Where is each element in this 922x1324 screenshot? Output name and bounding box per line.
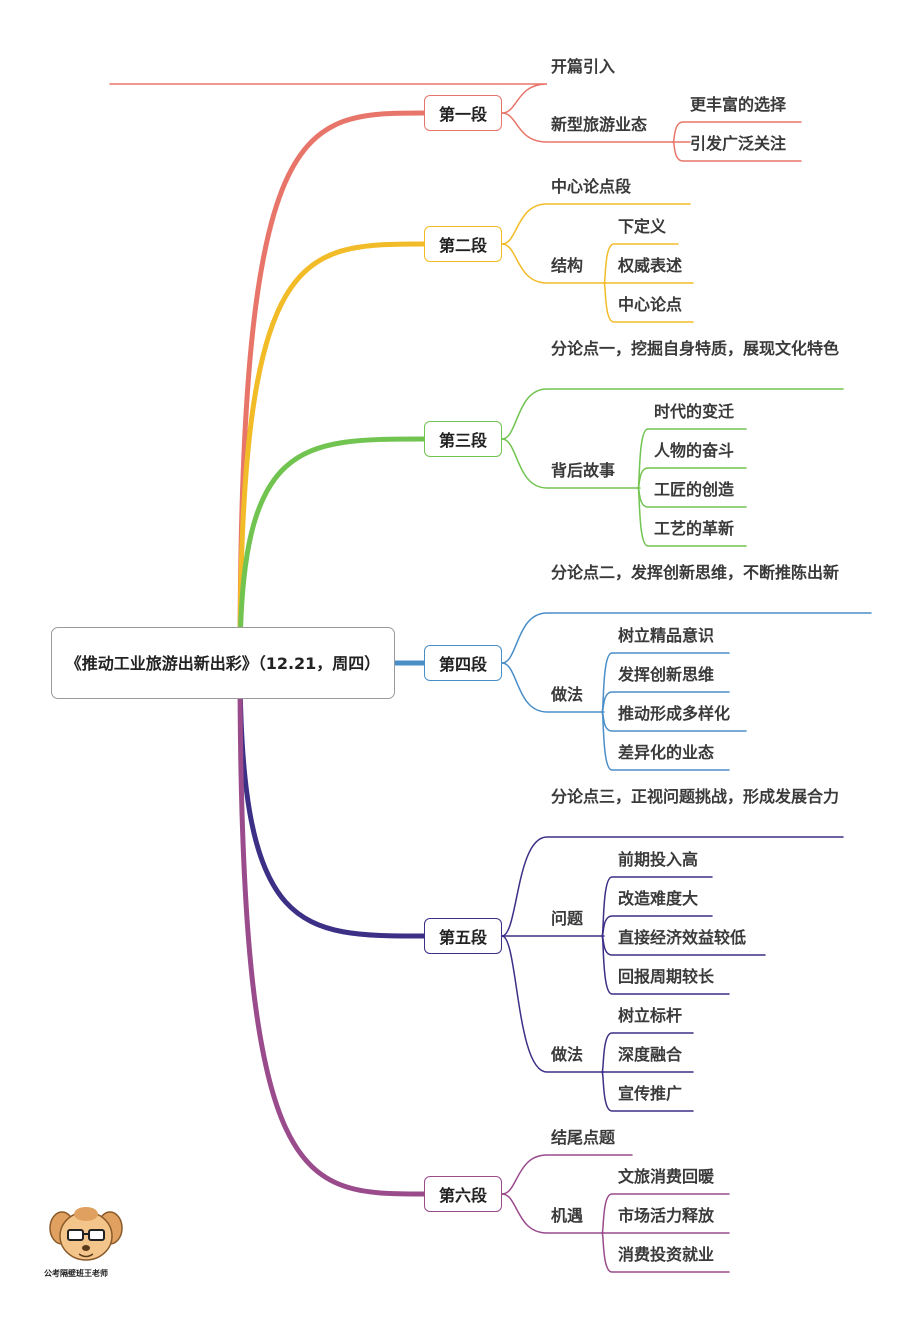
subtopic-line bbox=[603, 282, 694, 323]
topic-node[interactable]: 分论点一，挖掘自身特质，展现文化特色 bbox=[551, 339, 840, 358]
branch-line-section-5 bbox=[237, 660, 427, 939]
topic-node[interactable]: 分论点三，正视问题挑战，形成发展合力 bbox=[551, 787, 840, 806]
subtopic-node[interactable]: 推动形成多样化 bbox=[618, 704, 731, 723]
subtopic-line bbox=[601, 691, 730, 713]
topic-node[interactable]: 问题 bbox=[551, 909, 584, 928]
item-line bbox=[501, 243, 607, 284]
subtopic-line bbox=[672, 121, 802, 143]
subtopic-node[interactable]: 消费投资就业 bbox=[618, 1245, 715, 1264]
subtopic-node[interactable]: 直接经济效益较低 bbox=[618, 928, 747, 947]
topic-node[interactable]: 新型旅游业态 bbox=[551, 115, 648, 134]
subtopic-node[interactable]: 市场活力释放 bbox=[618, 1206, 715, 1225]
subtopic-node[interactable]: 更丰富的选择 bbox=[690, 95, 787, 114]
subtopic-node[interactable]: 工艺的革新 bbox=[654, 519, 735, 538]
subtopic-line bbox=[601, 915, 713, 937]
topic-node[interactable]: 做法 bbox=[551, 685, 584, 704]
subtopic-line bbox=[637, 487, 747, 547]
section-node-1[interactable]: 第一段 bbox=[424, 95, 502, 131]
subtopic-node[interactable]: 工匠的创造 bbox=[654, 480, 735, 499]
subtopic-node[interactable]: 引发广泛关注 bbox=[690, 134, 787, 153]
topic-node[interactable]: 背后故事 bbox=[551, 461, 616, 480]
subtopic-line bbox=[601, 1032, 694, 1073]
item-line bbox=[501, 1154, 633, 1195]
root-title: 《推动工业旅游出新出彩》（12.21，周四） bbox=[65, 653, 381, 673]
branch-line-section-1 bbox=[237, 110, 427, 666]
section-node-3[interactable]: 第三段 bbox=[424, 421, 502, 457]
item-line bbox=[501, 388, 844, 440]
item-line bbox=[501, 836, 844, 937]
subtopic-line bbox=[601, 711, 730, 771]
item-line bbox=[501, 612, 872, 664]
cartoon-dog-with-glasses-icon bbox=[49, 1207, 123, 1261]
subtopic-node[interactable]: 树立标杆 bbox=[618, 1006, 683, 1025]
topic-node[interactable]: 结尾点题 bbox=[551, 1128, 616, 1147]
item-line bbox=[109, 83, 548, 114]
subtopic-line bbox=[601, 1071, 694, 1112]
item-line bbox=[501, 1193, 605, 1234]
topic-node[interactable]: 开篇引入 bbox=[551, 57, 616, 76]
subtopic-node[interactable]: 改造难度大 bbox=[618, 889, 699, 908]
branch-line-section-3 bbox=[237, 436, 427, 666]
section-node-2[interactable]: 第二段 bbox=[424, 226, 502, 262]
subtopic-line bbox=[603, 243, 679, 284]
item-line bbox=[501, 662, 605, 713]
subtopic-line bbox=[601, 935, 730, 995]
subtopic-node[interactable]: 发挥创新思维 bbox=[618, 665, 715, 684]
topic-node[interactable]: 分论点二，发挥创新思维，不断推陈出新 bbox=[551, 563, 840, 582]
item-line bbox=[501, 203, 691, 245]
section-node-5[interactable]: 第五段 bbox=[424, 918, 502, 954]
topic-node[interactable]: 结构 bbox=[551, 256, 584, 275]
root-topic[interactable]: 《推动工业旅游出新出彩》（12.21，周四） bbox=[51, 627, 395, 699]
subtopic-node[interactable]: 深度融合 bbox=[618, 1045, 683, 1064]
subtopic-node[interactable]: 树立精品意识 bbox=[618, 626, 715, 645]
topic-node[interactable]: 机遇 bbox=[551, 1206, 584, 1225]
branch-line-section-2 bbox=[237, 241, 427, 666]
subtopic-node[interactable]: 下定义 bbox=[618, 217, 667, 236]
subtopic-line bbox=[601, 1232, 730, 1273]
branch-line-section-6 bbox=[237, 660, 427, 1197]
item-line bbox=[501, 935, 605, 1073]
subtopic-line bbox=[601, 1193, 730, 1234]
subtopic-node[interactable]: 时代的变迁 bbox=[654, 402, 735, 421]
subtopic-line bbox=[637, 467, 747, 489]
subtopic-node[interactable]: 差异化的业态 bbox=[618, 743, 715, 762]
subtopic-node[interactable]: 中心论点 bbox=[618, 295, 683, 314]
subtopic-node[interactable]: 前期投入高 bbox=[618, 850, 699, 869]
section-node-4[interactable]: 第四段 bbox=[424, 645, 502, 681]
item-line bbox=[501, 438, 641, 489]
logo-caption: 公考隔壁班王老师 bbox=[44, 1269, 108, 1278]
section-node-6[interactable]: 第六段 bbox=[424, 1176, 502, 1212]
topic-node[interactable]: 中心论点段 bbox=[551, 177, 632, 196]
item-line bbox=[501, 112, 691, 143]
subtopic-node[interactable]: 人物的奋斗 bbox=[654, 441, 735, 460]
subtopic-node[interactable]: 权威表述 bbox=[618, 256, 683, 275]
subtopic-line bbox=[672, 141, 802, 162]
subtopic-node[interactable]: 文旅消费回暖 bbox=[618, 1167, 715, 1186]
topic-node[interactable]: 做法 bbox=[551, 1045, 584, 1064]
subtopic-node[interactable]: 回报周期较长 bbox=[618, 967, 715, 986]
subtopic-node[interactable]: 宣传推广 bbox=[618, 1084, 683, 1103]
